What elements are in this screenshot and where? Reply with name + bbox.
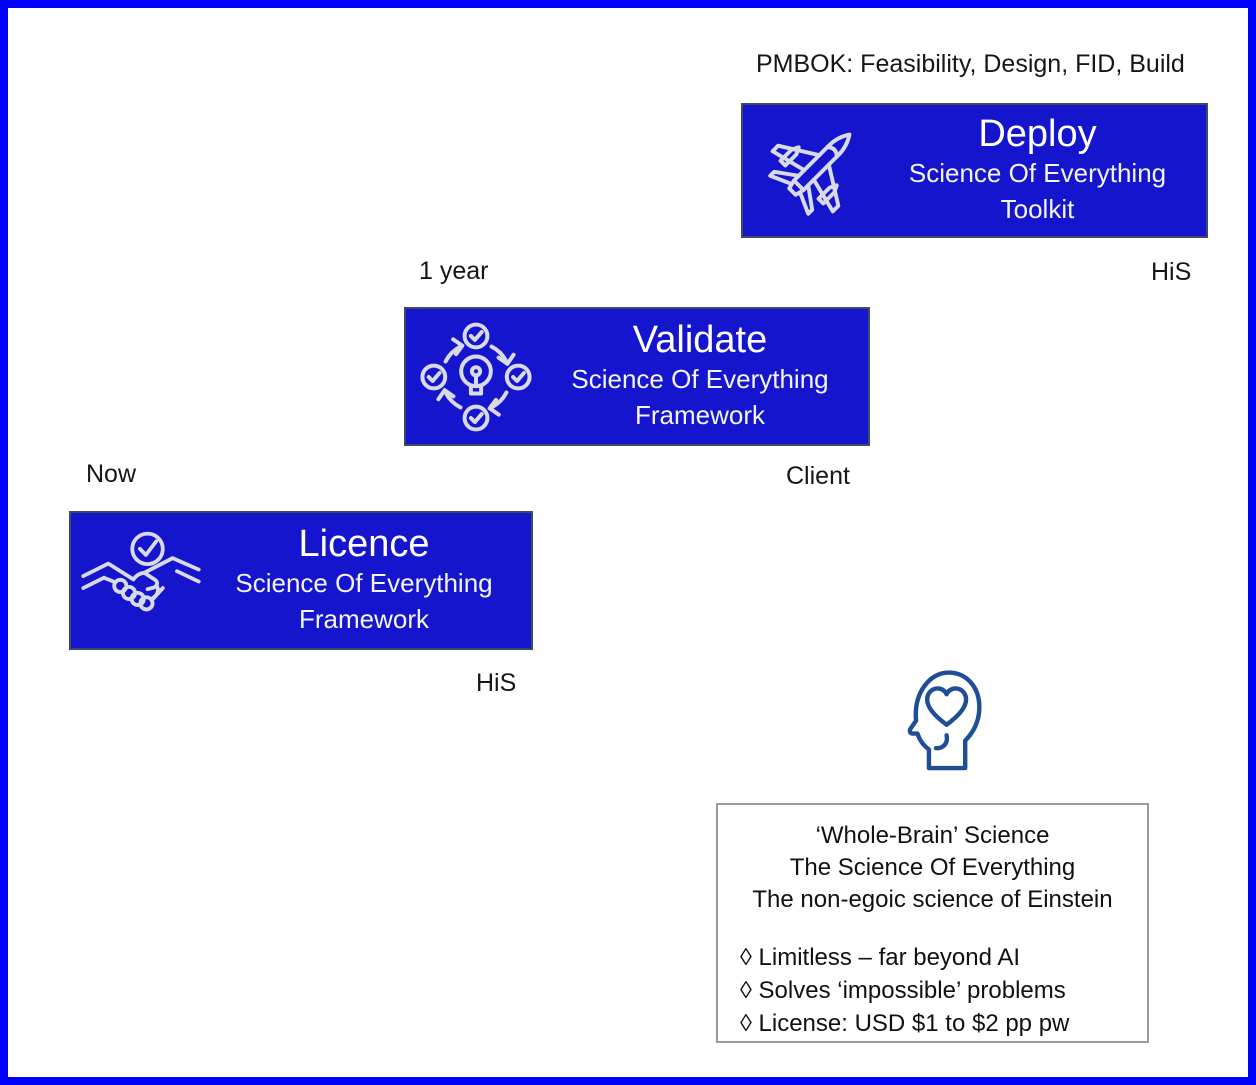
- handshake-agreement-icon: [71, 528, 211, 634]
- licence-text-block: Licence Science Of Everything Framework: [211, 523, 531, 637]
- validate-subtitle-line2: Framework: [634, 399, 765, 430]
- his-label-deploy: HiS: [1151, 258, 1192, 286]
- licence-subtitle-line2: Framework: [298, 603, 429, 634]
- head-with-heart-icon: [890, 656, 982, 774]
- deploy-text-block: Deploy Science Of Everything Toolkit: [883, 113, 1206, 227]
- pmbok-label: PMBOK: Feasibility, Design, FID, Build: [756, 50, 1185, 78]
- info-title-line-1: ‘Whole-Brain’ Science: [815, 822, 1050, 849]
- now-label: Now: [86, 460, 137, 488]
- whole-brain-info-box: ‘Whole-Brain’ Science The Science Of Eve…: [716, 803, 1149, 1043]
- info-bullet-license: ◊ License: USD $1 to $2 pp pw: [740, 1010, 1070, 1037]
- validate-step-box: Validate Science Of Everything Framework: [404, 307, 870, 446]
- client-label: Client: [786, 462, 850, 490]
- one-year-label: 1 year: [419, 257, 489, 285]
- deploy-subtitle-line1: Science Of Everything: [908, 157, 1167, 188]
- info-title-line-3: The non-egoic science of Einstein: [752, 886, 1113, 913]
- licence-subtitle-line1: Science Of Everything: [235, 567, 493, 598]
- deploy-step-box: Deploy Science Of Everything Toolkit: [741, 103, 1208, 238]
- deploy-subtitle-line2: Toolkit: [1000, 193, 1075, 224]
- validate-text-block: Validate Science Of Everything Framework: [546, 319, 868, 433]
- fighter-jet-icon: [743, 115, 883, 227]
- validate-title: Validate: [632, 319, 768, 362]
- licence-step-box: Licence Science Of Everything Framework: [69, 511, 533, 650]
- licence-title: Licence: [298, 523, 430, 566]
- info-title-line-2: The Science Of Everything: [789, 854, 1076, 881]
- his-label-licence: HiS: [476, 669, 517, 697]
- deploy-title: Deploy: [978, 113, 1097, 156]
- validation-cycle-icon: [406, 320, 546, 434]
- info-bullet-solves: ◊ Solves ‘impossible’ problems: [740, 977, 1066, 1004]
- info-bullet-limitless: ◊ Limitless – far beyond AI: [740, 944, 1020, 971]
- validate-subtitle-line1: Science Of Everything: [571, 363, 829, 394]
- info-bullet-list: ◊ Limitless – far beyond AI ◊ Solves ‘im…: [718, 941, 1147, 1040]
